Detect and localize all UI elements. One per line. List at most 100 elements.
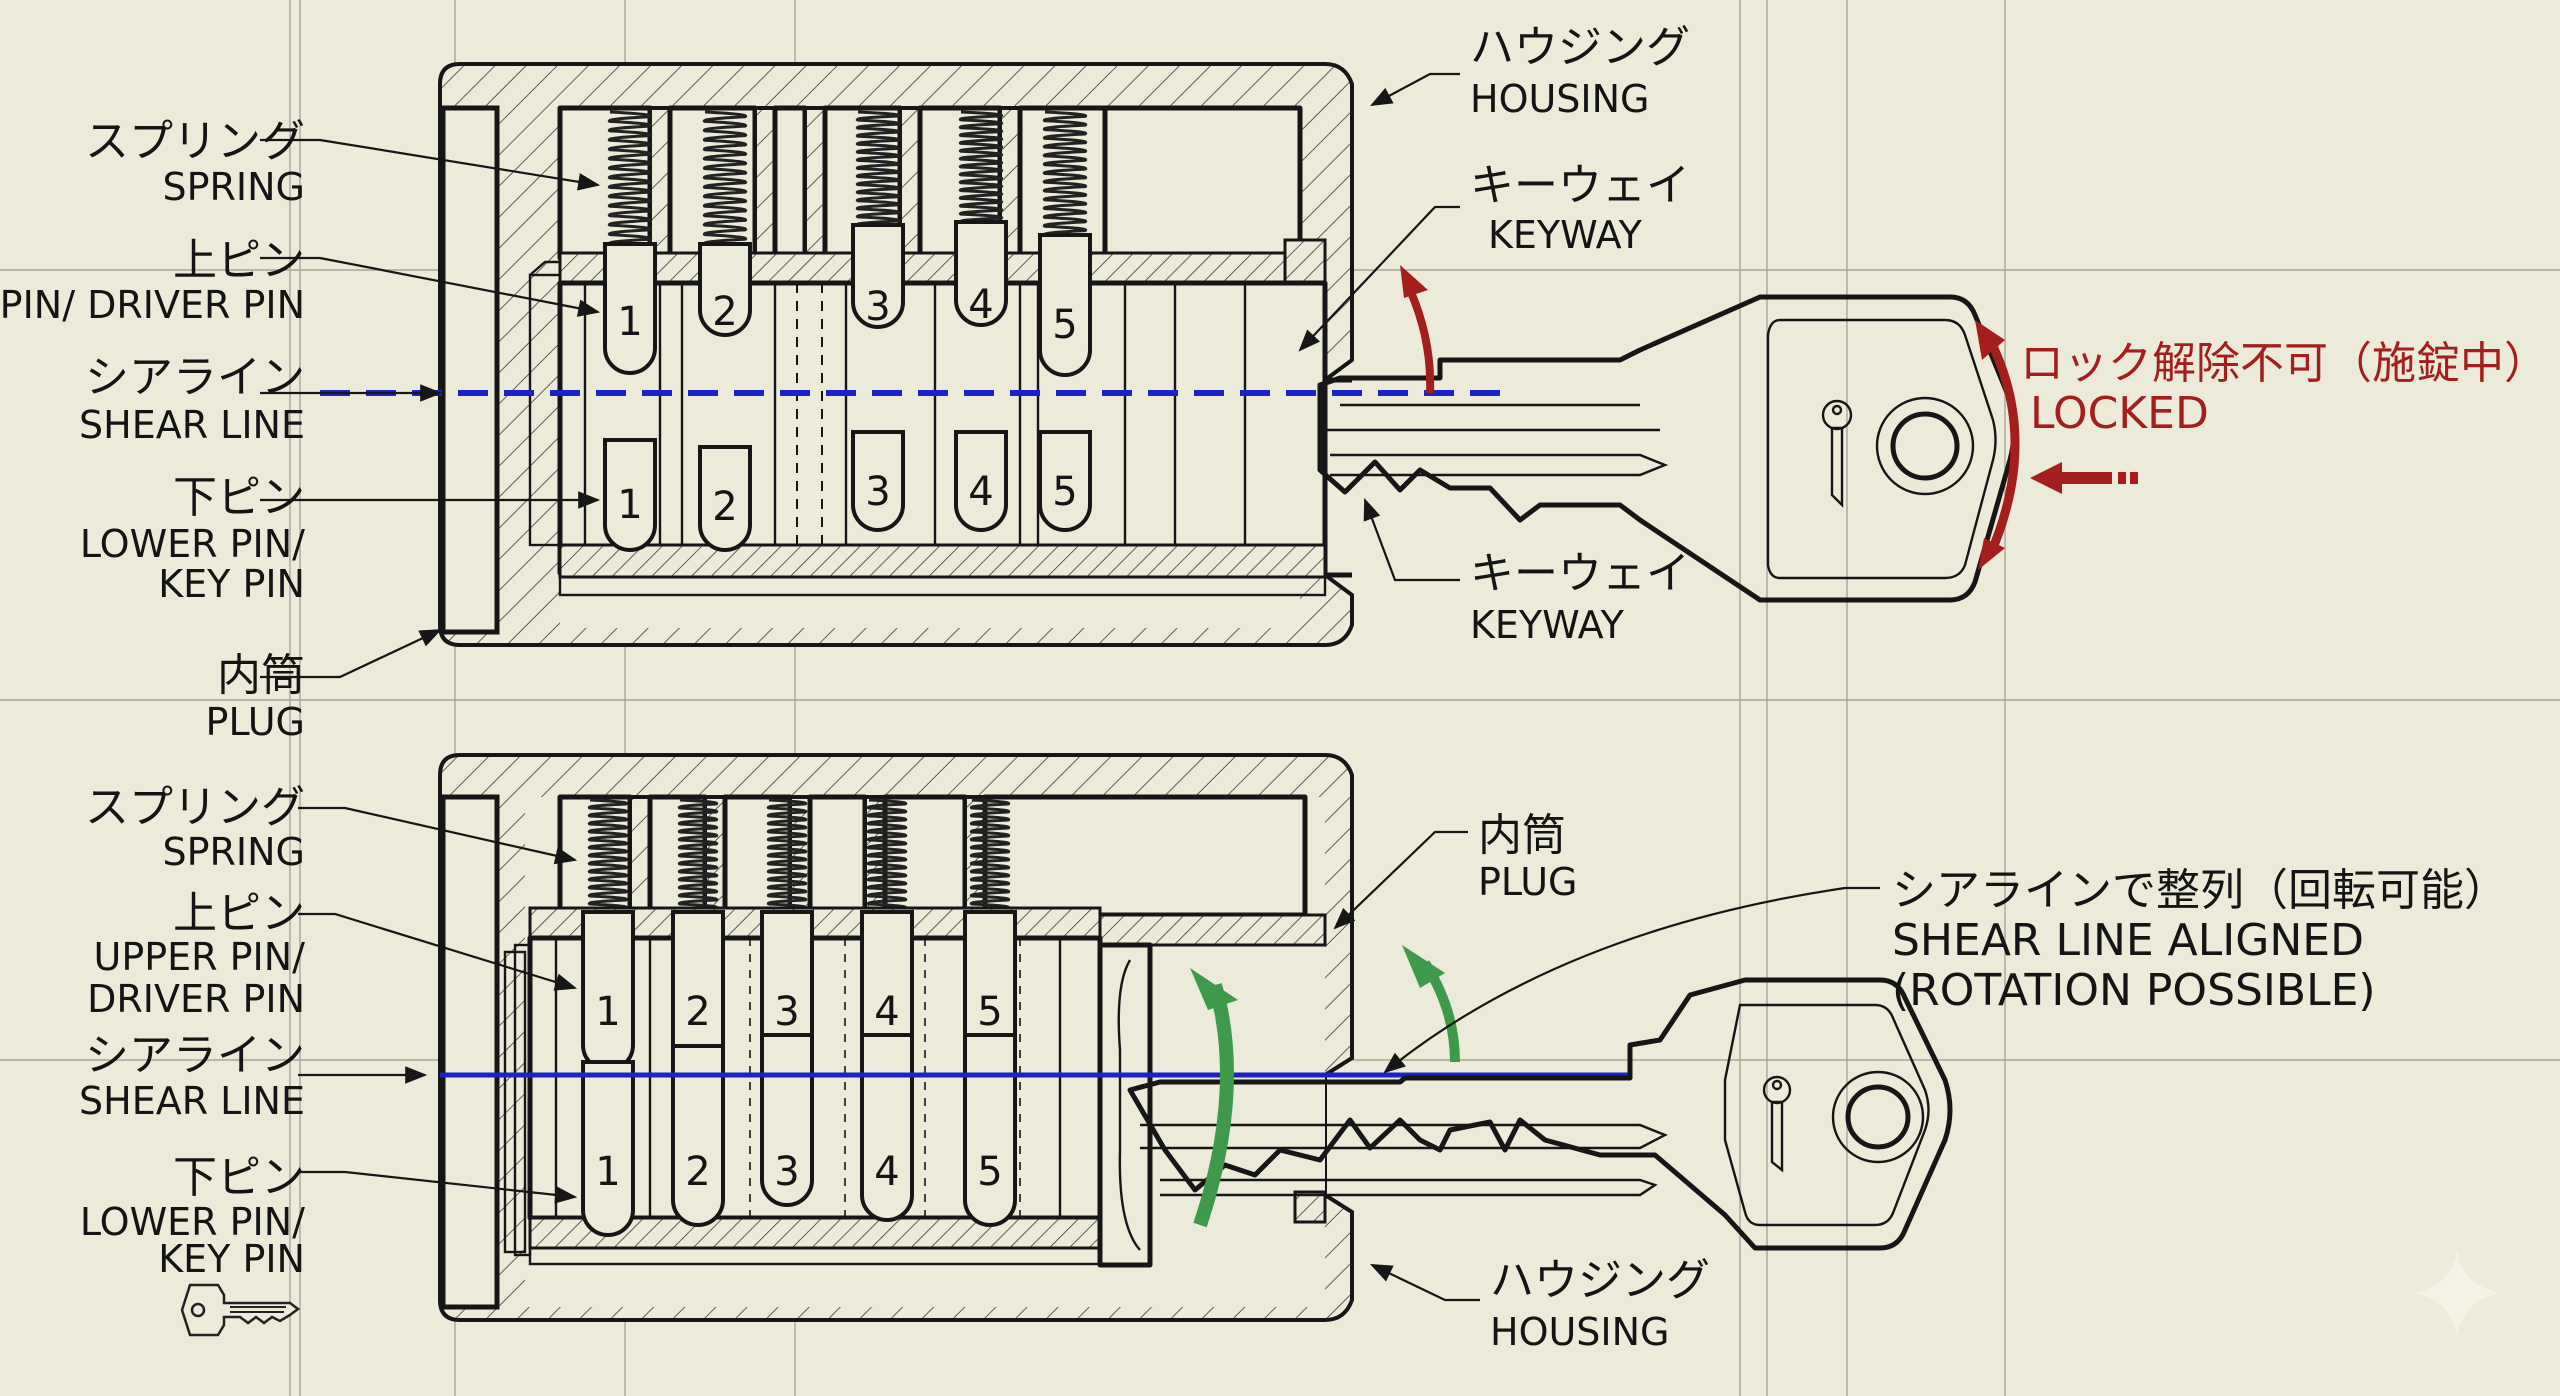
bottom-lock-cylinder: 1 2 3 4 5 1 (438, 753, 1630, 1322)
bottom-spring-chambers (557, 794, 1308, 925)
top-key-pin-1: 1 (603, 438, 657, 552)
label-key-pin-en1: LOWER PIN/ (80, 1200, 305, 1244)
sparkle-icon (2414, 1250, 2500, 1338)
top-spring-5 (1042, 110, 1088, 237)
top-driver-pin-3: 3 (851, 223, 905, 330)
pin-number: 5 (977, 989, 1002, 1035)
pin-number: 1 (595, 1149, 620, 1195)
label-spring-en: SPRING (162, 830, 305, 874)
pin-number: 4 (968, 282, 993, 328)
label-driver-pin-en1: UPPER PIN/ (94, 935, 306, 979)
top-driver-pin-2: 2 (698, 242, 752, 337)
label-key-pin-jp: 下ピン (173, 1152, 305, 1203)
bottom-housing-face (440, 794, 500, 1310)
bottom-key-pin-1: 1 (581, 1060, 635, 1237)
key-emboss-icon (1821, 399, 1853, 508)
label-shear-line-jp: シアライン (85, 1030, 305, 1081)
top-labels: スプリング SPRING 上ピン PIN/ DRIVER PIN シアライン S… (0, 116, 601, 744)
top-key-pin-3: 3 (851, 430, 905, 532)
bottom-spring-2 (677, 798, 719, 914)
pin-number: 2 (712, 289, 737, 335)
label-spring-jp: スプリング (85, 782, 305, 833)
top-key-pin-4: 4 (954, 430, 1008, 532)
label-keyway-bottom-en: KEYWAY (1470, 603, 1625, 647)
top-spring-4 (958, 110, 1004, 224)
top-lock-cylinder: 1 2 3 4 5 1 (320, 62, 1500, 647)
label-driver-pin-jp: 上ピン (173, 235, 305, 286)
label-driver-pin-jp: 上ピン (173, 888, 305, 939)
top-driver-pin-1: 1 (603, 242, 657, 375)
pin-number: 4 (874, 1149, 899, 1195)
top-blocked-rotation-arrow (1400, 265, 1435, 394)
pin-number: 3 (865, 284, 890, 330)
label-plug-en: PLUG (206, 700, 305, 744)
label-shear-line-en: SHEAR LINE (79, 403, 305, 447)
bottom-driver-pin-1: 1 (581, 910, 635, 1072)
bottom-key-pin-5: 5 (963, 1033, 1017, 1227)
pin-number: 5 (977, 1149, 1002, 1195)
status-aligned-en2: (ROTATION POSSIBLE) (1892, 965, 2376, 1016)
pin-number: 2 (685, 989, 710, 1035)
top-pin-channels (583, 283, 1247, 545)
bottom-spring-1 (587, 798, 629, 914)
status-aligned-jp: シアラインで整列（回転可能） (1892, 865, 2508, 916)
label-keyway-top-en: KEYWAY (1488, 213, 1643, 257)
top-driver-pin-4: 4 (954, 220, 1008, 328)
top-key-pin-2: 2 (698, 445, 752, 552)
bottom-spring-5 (969, 798, 1011, 914)
pin-number: 3 (865, 469, 890, 515)
label-driver-pin-en: PIN/ DRIVER PIN (0, 283, 305, 327)
bottom-key-pins: 1 2 3 4 5 (581, 1033, 1017, 1237)
top-driver-pin-5: 5 (1038, 233, 1092, 377)
top-spring-chambers (557, 105, 1303, 261)
pin-number: 1 (617, 299, 642, 345)
top-spring-3 (855, 110, 901, 227)
top-right-labels: ハウジング HOUSING キーウェイ KEYWAY キーウェイ KEYWAY … (1298, 22, 2548, 647)
bottom-key-pin-4: 4 (860, 1033, 914, 1222)
top-key-pin-5: 5 (1038, 430, 1092, 532)
pin-number: 3 (774, 989, 799, 1035)
label-keyway-bottom-jp: キーウェイ (1470, 548, 1690, 599)
top-spring-2 (702, 110, 748, 246)
label-key-pin-en1: LOWER PIN/ (80, 522, 305, 566)
status-aligned-en1: SHEAR LINE ALIGNED (1892, 915, 2364, 966)
bottom-springs (587, 798, 1011, 914)
bottom-key-pin-2: 2 (671, 1044, 725, 1227)
label-key-pin-jp: 下ピン (173, 472, 305, 523)
label-housing-jp: ハウジング (1470, 22, 1690, 73)
pin-number: 4 (968, 469, 993, 515)
label-driver-pin-en2: DRIVER PIN (87, 977, 305, 1021)
pin-number: 1 (595, 989, 620, 1035)
pin-number: 3 (774, 1149, 799, 1195)
bottom-labels: スプリング SPRING 上ピン UPPER PIN/ DRIVER PIN シ… (79, 782, 578, 1337)
pin-number: 5 (1052, 302, 1077, 348)
top-plug-lower-band (558, 543, 1327, 579)
label-spring-en: SPRING (162, 165, 305, 209)
pin-number: 4 (874, 989, 899, 1035)
status-locked-en: LOCKED (2030, 388, 2209, 439)
label-spring-jp: スプリング (85, 116, 305, 167)
bottom-spring-3 (766, 798, 808, 914)
label-housing-en: HOUSING (1490, 1310, 1670, 1354)
top-driver-pins: 1 2 3 4 5 (603, 220, 1092, 377)
bottom-key (1127, 977, 1953, 1251)
top-spring-1 (607, 110, 653, 246)
label-key-pin-en2: KEY PIN (158, 562, 305, 606)
label-plug-jp: 内筒 (217, 650, 305, 701)
locked-rotate-arrow-icon (1975, 320, 2020, 570)
pin-number: 2 (712, 484, 737, 530)
pin-number: 1 (617, 482, 642, 528)
top-key-pins: 1 2 3 4 5 (603, 430, 1092, 552)
pin-number: 5 (1052, 469, 1077, 515)
push-key-arrow-icon (2030, 462, 2138, 494)
label-key-pin-en2: KEY PIN (158, 1237, 305, 1281)
bottom-right-labels: 内筒 PLUG シアラインで整列（回転可能） SHEAR LINE ALIGNE… (1333, 810, 2508, 1354)
top-housing-face (440, 105, 500, 635)
key-icon (180, 1283, 301, 1337)
bottom-key-pin-3: 3 (760, 1033, 814, 1207)
label-shear-line-jp: シアライン (85, 352, 305, 403)
label-housing-en: HOUSING (1470, 77, 1650, 121)
label-plug-en: PLUG (1478, 860, 1577, 904)
label-shear-line-en: SHEAR LINE (79, 1079, 305, 1123)
